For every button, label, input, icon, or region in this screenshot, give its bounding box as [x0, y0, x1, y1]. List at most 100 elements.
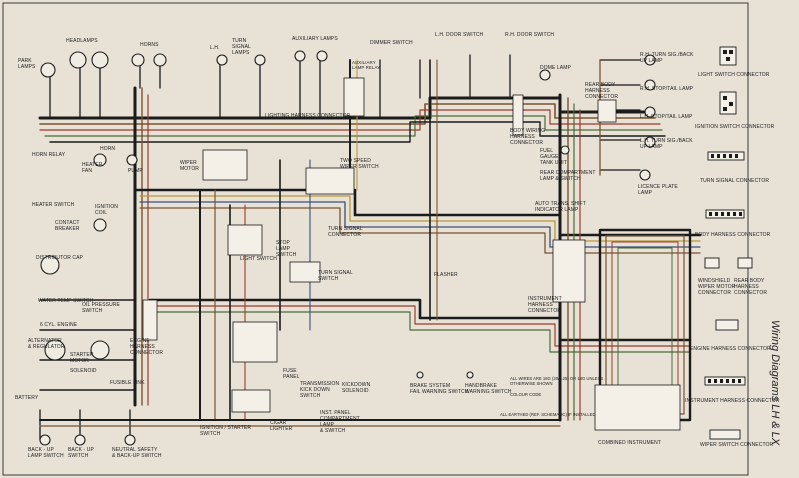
label-body-wiring-harness-connector: BODY WIRING HARNESS CONNECTOR [510, 128, 546, 146]
licence-plate-lamp [639, 169, 651, 181]
label-combined-instrument: COMBINED INSTRUMENT [598, 440, 662, 446]
label-fuse-panel: FUSE PANEL [283, 368, 300, 380]
legend-ignition-switch-connector: IGNITION SWITCH CONNECTOR [695, 124, 775, 130]
label-light-switch: LIGHT SWITCH [240, 256, 277, 262]
lighting-harness-connector-block [343, 77, 365, 117]
label-turn-signal-connector: TURN SIGNAL CONNECTOR [328, 226, 363, 238]
light-switch-connector-shape [719, 46, 737, 66]
label-dimmer-switch: DIMMER SWITCH [370, 40, 413, 46]
diagram-border [2, 2, 749, 476]
park-lamp-left [40, 62, 56, 78]
fuel-gauge-symbol [560, 145, 570, 155]
body-harness-connector-shape [705, 209, 745, 219]
starter-motor-symbol [90, 340, 110, 360]
engine-harness-connector-block [142, 299, 158, 341]
label-wiper-motor: WIPER MOTOR [180, 160, 200, 172]
main-harness-low [148, 298, 692, 342]
ignition-switch-block [231, 389, 271, 413]
label-licence-plate-lamp: LICENCE PLATE LAMP [638, 184, 678, 196]
dome-lamp-symbol [539, 69, 551, 81]
pump-symbol [126, 154, 138, 166]
label-back-up-switch: BACK - UP SWITCH [68, 447, 94, 459]
label-lh-stop-tail-lamp: L.H. STOP/TAIL LAMP [640, 114, 693, 120]
label-solenoid: SOLENOID [70, 368, 97, 374]
label-lighting-harness-connector: LIGHTING HARNESS CONNECTOR [265, 113, 351, 119]
lh-stop-tail-lamp [644, 106, 656, 118]
label-heater-switch: HEATER SWITCH [32, 202, 75, 208]
legend-engine-harness-connector: ENGINE HARNESS CONNECTOR [690, 346, 771, 352]
aux-lamp-right [316, 50, 328, 62]
main-harness-top [38, 96, 652, 120]
label-instrument-harness-connector: INSTRUMENT HARNESS CONNECTOR [528, 296, 562, 314]
label-dome-lamp: DOME LAMP [540, 65, 571, 71]
instrument-harness-connector-block [552, 239, 586, 303]
legend-rear-body-harness-connector: REAR BODY HARNESS CONNECTOR [734, 278, 768, 296]
combined-instrument-loop [598, 228, 692, 422]
ignition-switch-connector-shape [719, 91, 737, 115]
label-handbrake-warning-switch: HANDBRAKE WARNING SWITCH [465, 383, 512, 395]
label-six-cyl-engine: 6 CYL. ENGINE [40, 322, 78, 328]
back-up-lamp-switch-symbol [39, 434, 51, 446]
label-turn-signal-lamps: TURN SIGNAL LAMPS [232, 38, 251, 56]
engine-harness-connector-shape [715, 319, 739, 331]
legend-wiper-switch-connector: WIPER SWITCH CONNECTOR [700, 442, 774, 448]
label-starter-motor: STARTER MOTOR [70, 352, 94, 364]
turn-lamp-left [216, 54, 228, 66]
rh-stop-tail-lamp [644, 79, 656, 91]
label-lh-turn-sig-back-up-lamp: L.H. TURN SIG./BACK UP LAMP [640, 138, 693, 150]
legend-turn-signal-connector: TURN SIGNAL CONNECTOR [700, 178, 770, 184]
label-battery: BATTERY [15, 395, 39, 401]
ignition-coil-symbol [93, 218, 107, 232]
page-title: Wiring Diagrams LH & LX [769, 320, 781, 446]
label-park-lamps: PARK LAMPS [18, 58, 36, 70]
label-distributor-cap: DISTRIBUTOR CAP [36, 255, 83, 261]
headlamp-left [69, 51, 87, 69]
label-brake-system-fail-warning-switch: BRAKE SYSTEM FAIL WARNING SWITCH [410, 383, 469, 395]
label-oil-pressure-switch: OIL PRESSURE SWITCH [82, 302, 120, 314]
wire-brown-top [39, 103, 656, 125]
label-auto-trans-shift-indicator-lamp: AUTO TRANS. SHIFT INDICATOR LAMP [535, 201, 586, 213]
label-lh-door-switch: L.H. DOOR SWITCH [435, 32, 484, 38]
legend-windshield-wiper-motor-connector: WINDSHIELD WIPER MOTOR CONNECTOR [698, 278, 736, 296]
label-rh-turn-sig-back-up-lamp: R.H. TURN SIG./BACK UP LAMP [640, 52, 694, 64]
wire-green-top [44, 115, 663, 137]
windshield-wiper-connector-shape [704, 257, 720, 269]
aux-lamp-left [294, 50, 306, 62]
combined-instrument-block [594, 384, 681, 431]
label-horn-relay: HORN RELAY [32, 152, 66, 158]
rear-body-connector-shape [737, 257, 753, 269]
label-alternator-regulator: ALTERNATOR & REGULATOR [28, 338, 65, 350]
label-two-speed-wiper-switch: TWO SPEED WIPER SWITCH [340, 158, 379, 170]
legend-instrument-harness-connector: INSTRUMENT HARNESS CONNECTOR [685, 398, 780, 404]
rh-turn-back-up-lamp [644, 54, 656, 66]
rear-body-connector-block [597, 99, 617, 123]
label-ignition-coil: IGNITION COIL [95, 204, 119, 216]
label-fusible-link: FUSIBLE LINK [110, 380, 145, 386]
label-horn: HORN [100, 146, 116, 152]
label-water-temp-switch: WATER TEMP SWITCH [38, 298, 94, 304]
note-all-wires: ALL WIRES ARE 16G (30/0.25) OR 18G UNLES… [510, 376, 604, 386]
back-up-switch-symbol [74, 434, 86, 446]
wiper-motor-block [202, 149, 248, 181]
main-harness-mid [133, 188, 702, 237]
label-inst-panel-compartment-lamp-switch: INST. PANEL COMPARTMENT LAMP & SWITCH [320, 410, 360, 434]
turn-lamp-right [254, 54, 266, 66]
note-colour-code: COLOUR CODE [510, 392, 542, 397]
label-pump: PUMP [128, 168, 143, 174]
heater-fan-symbol [93, 153, 107, 167]
handbrake-switch-symbol [466, 371, 474, 379]
lh-turn-back-up-lamp [644, 136, 656, 148]
label-transmission-kick-down-switch: TRANSMISSION KICK DOWN SWITCH [300, 381, 340, 399]
label-neutral-safety-back-up-switch: NEUTRAL SAFETY & BACK-UP SWITCH [112, 447, 162, 459]
wiper-switch-connector-shape [709, 429, 741, 440]
label-horns: HORNS [140, 42, 159, 48]
label-rh-stop-tail-lamp: R.H. STOP/TAIL LAMP [640, 86, 694, 92]
label-flasher: FLASHER [434, 272, 458, 278]
label-rear-body-harness-connector: REAR BODY HARNESS CONNECTOR [585, 82, 619, 100]
distributor-cap-symbol [40, 255, 60, 275]
label-cigar-lighter: CIGAR LIGHTER [270, 420, 293, 432]
label-stop-lamp-switch: STOP LAMP SWITCH [276, 240, 297, 258]
brake-switch-symbol [416, 371, 424, 379]
